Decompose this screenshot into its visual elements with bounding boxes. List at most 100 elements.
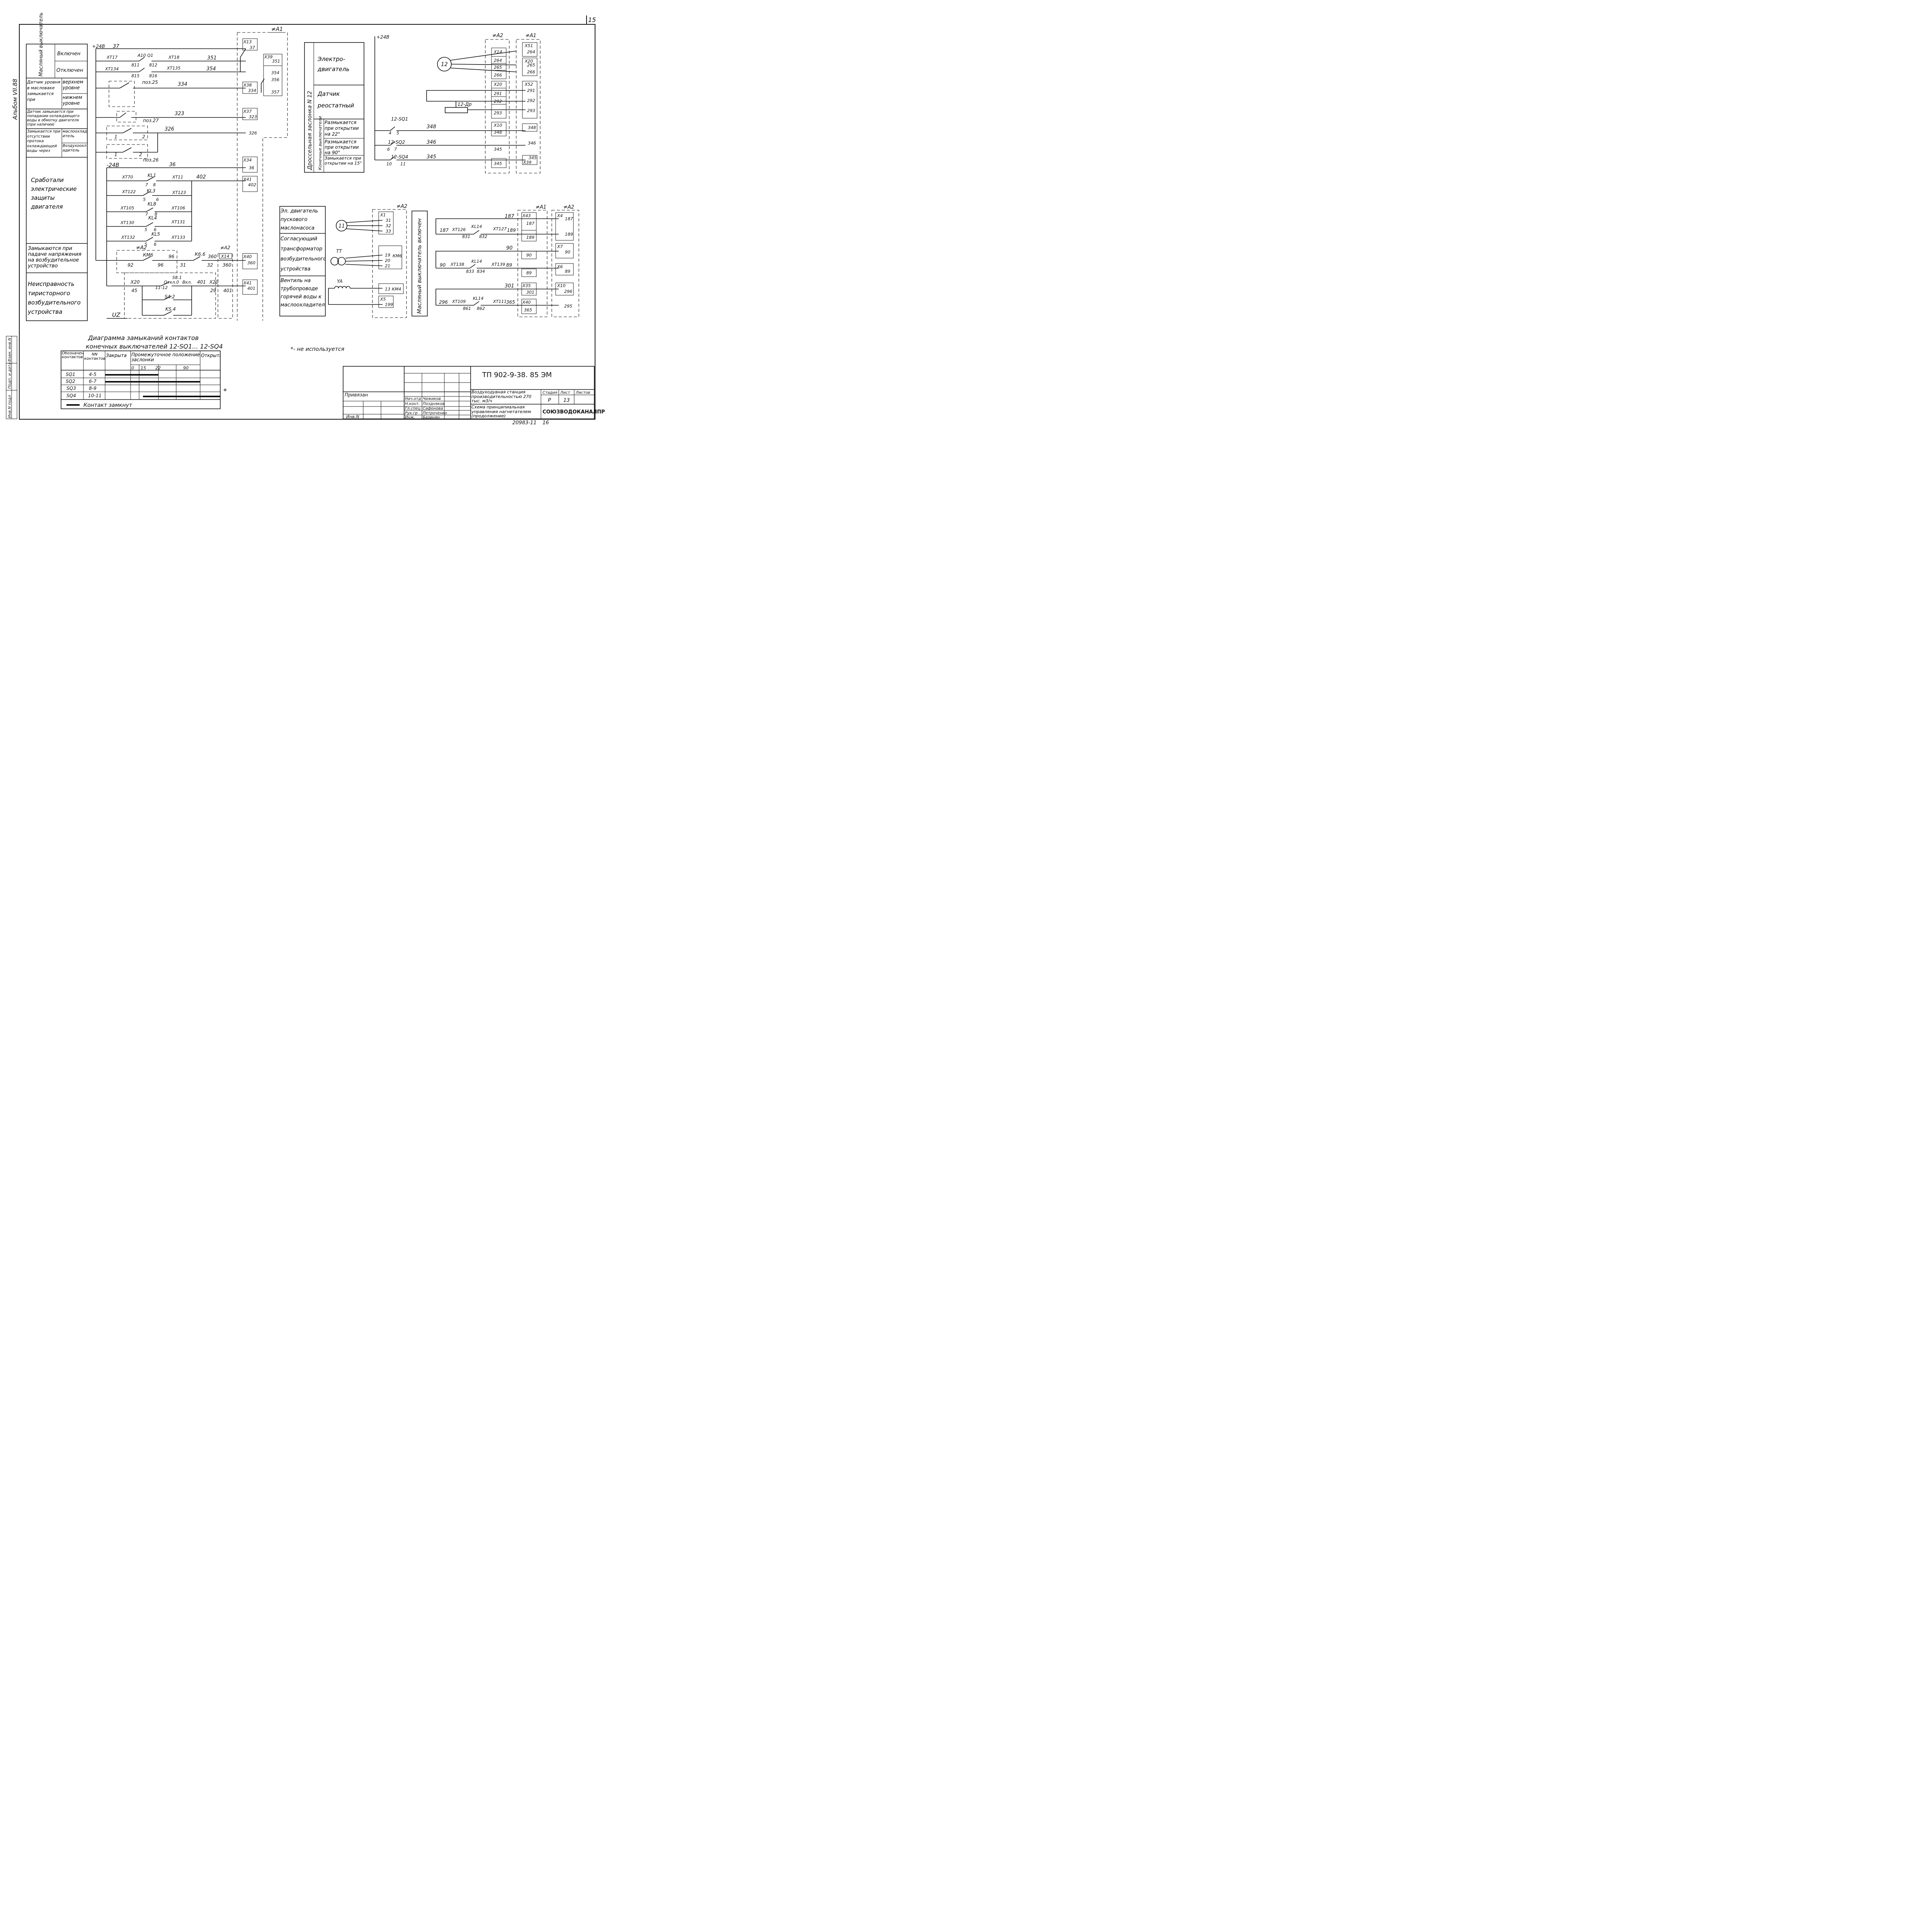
person: Петроченко (423, 411, 447, 415)
bottom-right-schematic: ≠A1 ≠A2 187 187 XT126 KL14 XT127 189 831… (435, 204, 579, 317)
oil-switch-on: Масляный выключатель включен (417, 218, 423, 314)
lt-voltage: Замыкаются при падаче напряжения на возб… (28, 246, 82, 269)
svg-text:346: 346 (427, 139, 436, 145)
svg-text:346: 346 (528, 141, 536, 146)
svg-text:поз.26: поз.26 (143, 157, 159, 163)
svg-text:6: 6 (387, 147, 390, 152)
svg-text:11: 11 (400, 162, 406, 167)
doc-code: ТП 902-9-38. 85 ЭМ (482, 371, 552, 379)
svg-text:X4: X4 (557, 213, 563, 218)
svg-text:5: 5 (143, 197, 146, 202)
svg-text:X20: X20 (130, 279, 140, 285)
lt-lower-level: нижнем уровне (63, 95, 82, 106)
svg-text:862: 862 (477, 306, 485, 311)
role: Гл.спец (405, 406, 420, 411)
svg-text:XT126: XT126 (452, 227, 466, 232)
svg-text:X20: X20 (209, 279, 219, 285)
svg-text:12-SQ2: 12-SQ2 (388, 139, 405, 145)
svg-text:7: 7 (145, 212, 148, 217)
svg-text:293: 293 (527, 108, 535, 113)
svg-text:31: 31 (386, 218, 391, 223)
svg-text:90: 90 (506, 245, 513, 251)
svg-text:8: 8 (155, 212, 157, 217)
svg-text:351: 351 (272, 59, 280, 64)
svg-text:А10 Q1: А10 Q1 (137, 53, 153, 58)
svg-text:X37: X37 (243, 109, 252, 114)
svg-text:19: 19 (385, 253, 390, 258)
throttle-valve-table: Дроссельная заслонка N 12 Конечные выклю… (304, 42, 364, 173)
svg-text:89: 89 (565, 269, 570, 274)
svg-text:12: 12 (441, 61, 448, 68)
svg-text:37: 37 (250, 45, 255, 50)
svg-text:XT123: XT123 (172, 190, 186, 195)
svg-text:356: 356 (271, 77, 279, 82)
svg-text:89: 89 (526, 270, 532, 276)
svg-text:354: 354 (271, 70, 279, 75)
svg-text:5: 5 (396, 131, 399, 136)
svg-text:К6.6: К6.6 (195, 252, 206, 257)
svg-text:301: 301 (526, 290, 534, 295)
svg-text:401: 401 (247, 286, 255, 291)
left-description-table: Масляный выключатель Включен Отключен Да… (26, 12, 88, 321)
svg-text:90: 90 (440, 262, 446, 268)
svg-text:96: 96 (168, 254, 175, 259)
svg-text:KL4: KL4 (148, 215, 157, 221)
svg-text:XT105: XT105 (120, 206, 134, 211)
svg-text:187: 187 (526, 221, 534, 226)
svg-text:90: 90 (526, 253, 532, 258)
svg-text:≠A2: ≠A2 (492, 33, 503, 39)
svg-text:X41: X41 (243, 281, 252, 286)
sheet-value: 13 (563, 398, 570, 403)
lt-protection: Сработали электрические защиты двигателя (31, 177, 77, 210)
svg-text:2: 2 (139, 152, 142, 157)
svg-text:X20: X20 (524, 59, 533, 64)
svg-text:≠A1: ≠A1 (536, 204, 546, 210)
svg-text:XT133: XT133 (171, 235, 185, 240)
svg-text:XT138: XT138 (450, 262, 464, 267)
row-contacts: 6-7 (89, 379, 97, 384)
svg-text:X6: X6 (557, 264, 563, 269)
privyazan: Привязан (345, 392, 368, 398)
closes-15: Замыкается при открытии на 15° (325, 156, 362, 166)
rheostat-sensor: Датчик реостатный (318, 90, 354, 109)
svg-text:816: 816 (149, 73, 157, 78)
svg-text:861: 861 (463, 306, 471, 311)
electric-motor: Электро- двигатель (318, 56, 350, 73)
side-stamp: Инв.N подл Подп. и дата Взам. инв.N (6, 336, 17, 419)
svg-text:189: 189 (526, 235, 534, 240)
svg-text:296: 296 (564, 289, 572, 294)
svg-text:22: 22 (155, 366, 161, 371)
svg-text:XT18: XT18 (168, 55, 179, 60)
diagram-title: Диаграмма замыканий контактов (88, 334, 199, 342)
svg-text:811: 811 (131, 63, 139, 68)
svg-text:7: 7 (145, 182, 148, 187)
limit-switches: Конечные выключатели (318, 116, 323, 170)
diagram-subtitle: конечных выключателей 12-SQ1... 12-SQ4 (86, 343, 223, 350)
svg-text:334: 334 (178, 82, 187, 87)
sheet-title: Схема принципиальная управления нагнетат… (471, 405, 531, 418)
svg-text:348: 348 (528, 125, 536, 130)
svg-text:Инв.N подл: Инв.N подл (8, 395, 12, 418)
svg-text:401: 401 (223, 288, 232, 293)
svg-text:12-SQ1: 12-SQ1 (391, 116, 408, 122)
svg-text:Откл.0: Откл.0 (164, 280, 179, 285)
svg-text:KL8: KL8 (148, 201, 156, 207)
svg-text:7: 7 (394, 147, 397, 152)
svg-text:360: 360 (247, 260, 255, 265)
valve-coil-symbol (334, 286, 350, 289)
svg-text:323: 323 (175, 111, 184, 117)
right-top-schematic: +24В ≠A2 ≠A1 12 X14 264 265 266 X51 264 … (374, 33, 541, 173)
svg-text:12-Др: 12-Др (457, 102, 472, 107)
svg-text:32: 32 (207, 262, 213, 268)
svg-text:S8.1: S8.1 (172, 275, 182, 280)
svg-text:X10: X10 (493, 123, 502, 128)
role: Н.конт. (405, 402, 420, 406)
inv-no: Инв.N (346, 414, 359, 419)
svg-text:XT11: XT11 (172, 175, 183, 180)
svg-text:KL1: KL1 (148, 173, 156, 178)
svg-text:326: 326 (165, 126, 174, 132)
svg-text:345: 345 (529, 155, 537, 160)
svg-text:834: 834 (477, 269, 485, 274)
svg-text:XT122: XT122 (122, 189, 136, 194)
svg-text:X14: X14 (493, 49, 502, 54)
